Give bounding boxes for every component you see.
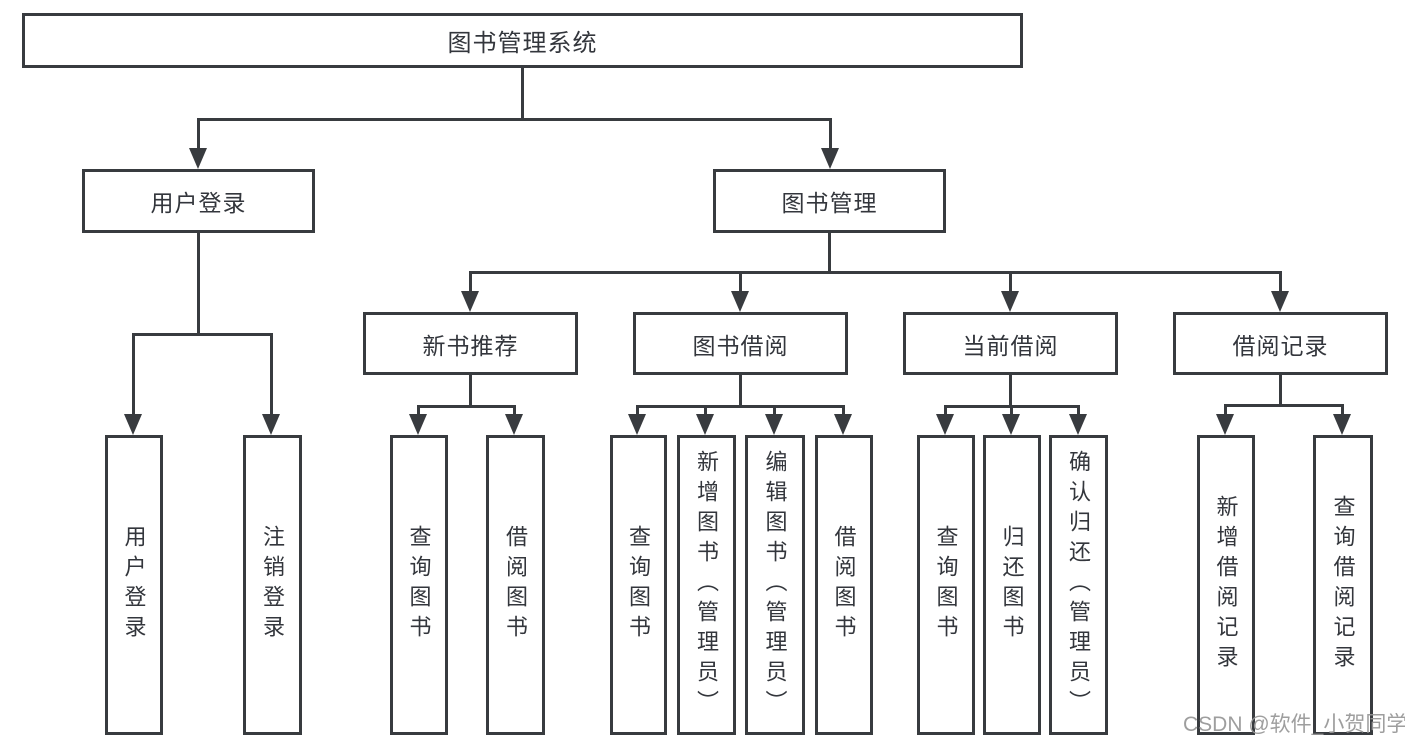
node-current-borrow: 当前借阅 [903, 312, 1118, 375]
leaf-bb-borrow-books-label: 借阅图书 [831, 525, 857, 645]
arrowhead [262, 414, 280, 435]
leaf-nb-borrow-books: 借阅图书 [486, 435, 545, 735]
connector-line [469, 271, 472, 295]
node-user-login: 用户登录 [82, 169, 315, 233]
connector-line [1010, 405, 1013, 418]
leaf-br-query-record-label: 查询借阅记录 [1330, 495, 1356, 675]
connector-line [132, 333, 135, 418]
arrowhead [461, 291, 479, 312]
connector-line [132, 333, 273, 336]
connector-line [197, 118, 832, 121]
arrowhead [1333, 414, 1351, 435]
node-borrow-records: 借阅记录 [1173, 312, 1388, 375]
node-book-borrow-label: 图书借阅 [692, 332, 789, 359]
arrowhead [409, 414, 427, 435]
arrowhead [505, 414, 523, 435]
leaf-logout-label: 注销登录 [260, 525, 286, 645]
leaf-cb-confirm-return: 确认归还（管理员） [1049, 435, 1108, 735]
connector-line [270, 333, 273, 418]
arrowhead [821, 148, 839, 169]
connector-line [829, 118, 832, 153]
leaf-user-login: 用户登录 [105, 435, 163, 735]
connector-line [417, 405, 516, 408]
arrowhead [1002, 414, 1020, 435]
leaf-br-query-record: 查询借阅记录 [1313, 435, 1373, 735]
node-book-mgmt-label: 图书管理 [781, 190, 878, 216]
arrowhead [1069, 414, 1087, 435]
node-book-borrow: 图书借阅 [633, 312, 848, 375]
connector-line [773, 405, 776, 418]
leaf-nb-borrow-books-label: 借阅图书 [503, 525, 529, 645]
node-book-mgmt: 图书管理 [713, 169, 946, 233]
connector-line [521, 68, 524, 120]
arrowhead [696, 414, 714, 435]
leaf-bb-edit-books: 编辑图书（管理员） [745, 435, 805, 735]
node-new-books: 新书推荐 [363, 312, 578, 375]
arrowhead [1001, 291, 1019, 312]
connector-line [469, 373, 472, 407]
connector-line [944, 405, 947, 418]
connector-line [513, 405, 516, 418]
leaf-bb-borrow-books: 借阅图书 [815, 435, 873, 735]
node-user-login-label: 用户登录 [150, 190, 247, 216]
connector-line [636, 405, 639, 418]
connector-line [1224, 404, 1344, 407]
connector-line [417, 405, 420, 418]
arrowhead [628, 414, 646, 435]
arrowhead [936, 414, 954, 435]
node-borrow-records-label: 借阅记录 [1232, 332, 1329, 359]
leaf-bb-edit-books-label: 编辑图书（管理员） [762, 450, 788, 720]
node-new-books-label: 新书推荐 [422, 332, 519, 359]
arrowhead [1271, 291, 1289, 312]
connector-line [636, 405, 845, 408]
connector-line [1279, 373, 1282, 407]
connector-line [1009, 373, 1012, 407]
leaf-bb-query-books-label: 查询图书 [626, 525, 652, 645]
connector-line [1279, 271, 1282, 295]
connector-line [1009, 271, 1012, 295]
arrowhead [189, 148, 207, 169]
leaf-nb-query-books: 查询图书 [390, 435, 448, 735]
connector-line [842, 405, 845, 418]
leaf-bb-query-books: 查询图书 [610, 435, 667, 735]
arrowhead [124, 414, 142, 435]
leaf-br-add-record-label: 新增借阅记录 [1213, 495, 1239, 675]
connector-line [739, 373, 742, 407]
arrowhead [834, 414, 852, 435]
leaf-nb-query-books-label: 查询图书 [406, 525, 432, 645]
arrowhead [731, 291, 749, 312]
leaf-logout: 注销登录 [243, 435, 302, 735]
leaf-user-login-label: 用户登录 [121, 525, 147, 645]
leaf-cb-return-books-label: 归还图书 [999, 525, 1025, 645]
arrowhead [1216, 414, 1234, 435]
connector-line [828, 231, 831, 274]
leaf-bb-add-books: 新增图书（管理员） [677, 435, 736, 735]
leaf-cb-query-books: 查询图书 [917, 435, 975, 735]
connector-line [704, 405, 707, 418]
leaf-cb-query-books-label: 查询图书 [933, 525, 959, 645]
node-current-borrow-label: 当前借阅 [962, 332, 1059, 359]
leaf-bb-add-books-label: 新增图书（管理员） [694, 450, 720, 720]
arrowhead [765, 414, 783, 435]
connector-line [739, 271, 742, 295]
leaf-br-add-record: 新增借阅记录 [1197, 435, 1255, 735]
connector-line [469, 271, 1282, 274]
connector-line [197, 231, 200, 336]
connector-line [1224, 404, 1227, 418]
leaf-cb-confirm-return-label: 确认归还（管理员） [1066, 450, 1092, 720]
node-root: 图书管理系统 [22, 13, 1023, 68]
leaf-cb-return-books: 归还图书 [983, 435, 1041, 735]
node-root-label: 图书管理系统 [447, 30, 598, 57]
csdn-watermark: CSDN @软件_小贺同学 [1183, 713, 1405, 736]
connector-line [197, 118, 200, 153]
connector-line [1341, 404, 1344, 418]
connector-line [1077, 405, 1080, 418]
